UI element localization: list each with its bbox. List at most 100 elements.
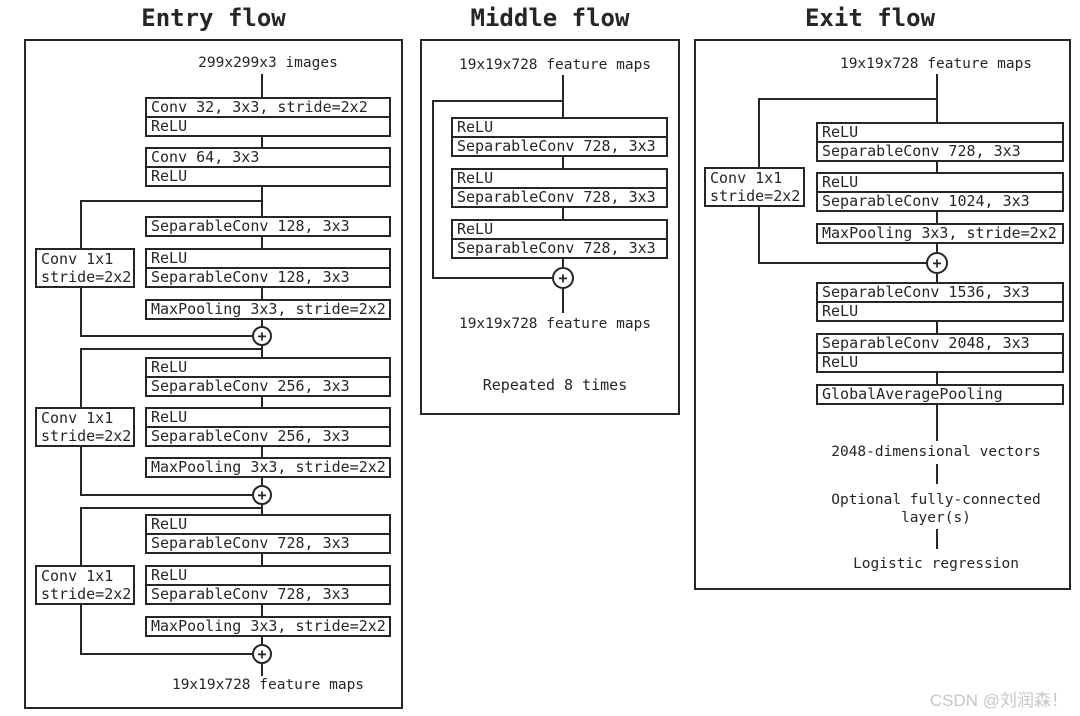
layer-label: MaxPooling 3x3, stride=2x2 — [822, 224, 1057, 242]
layer-label: SeparableConv 728, 3x3 — [151, 534, 350, 552]
skip-box-conv1x1-exit: Conv 1x1 stride=2x2 — [704, 167, 805, 207]
connector-line — [936, 529, 938, 549]
layer-box-exit-sepconv728: ReLU SeparableConv 728, 3x3 — [816, 122, 1064, 162]
layer-label: GlobalAveragePooling — [822, 385, 1003, 403]
layer-box-mid-sepconv728-2: ReLU SeparableConv 728, 3x3 — [451, 168, 668, 208]
csdn-watermark: CSDN @刘润森！ — [929, 691, 1068, 710]
layer-label: ReLU — [453, 221, 666, 240]
connector-line — [261, 320, 263, 326]
merge-plus-icon: + — [252, 485, 272, 505]
skip-merge-line — [80, 494, 252, 496]
layer-label: SeparableConv 728, 3x3 — [457, 188, 656, 206]
layer-box-maxpool1: MaxPooling 3x3, stride=2x2 — [145, 299, 391, 320]
layer-box-exit-sepconv1024: ReLU SeparableConv 1024, 3x3 — [816, 172, 1064, 212]
connector-line — [562, 208, 564, 219]
connector-line — [261, 447, 263, 457]
connector-line — [261, 137, 263, 147]
layer-label: SeparableConv 256, 3x3 — [151, 427, 350, 445]
connector-line — [261, 237, 263, 248]
plus-glyph: + — [257, 327, 267, 345]
layer-label: SeparableConv 1536, 3x3 — [818, 284, 1062, 303]
connector-line — [261, 288, 263, 299]
connector-line — [562, 157, 564, 168]
layer-box-maxpool3: MaxPooling 3x3, stride=2x2 — [145, 616, 391, 637]
exit-vectors-label: 2048-dimensional vectors — [831, 444, 1041, 460]
layer-label: MaxPooling 3x3, stride=2x2 — [151, 458, 386, 476]
layer-label: ReLU — [453, 119, 666, 138]
layer-label: ReLU — [147, 250, 389, 269]
layer-box-maxpool2: MaxPooling 3x3, stride=2x2 — [145, 457, 391, 478]
layer-box-conv64: Conv 64, 3x3 ReLU — [145, 147, 391, 187]
layer-box-exit-sepconv2048: SeparableConv 2048, 3x3 ReLU — [816, 333, 1064, 373]
layer-box-exit-maxpool: MaxPooling 3x3, stride=2x2 — [816, 223, 1064, 244]
layer-label: SeparableConv 728, 3x3 — [457, 137, 656, 155]
skip-branch-line — [432, 100, 562, 102]
layer-label: ReLU — [147, 409, 389, 428]
entry-flow-title: Entry flow — [141, 4, 286, 32]
entry-output-label: 19x19x728 feature maps — [171, 677, 365, 693]
connector-line — [936, 373, 938, 384]
layer-label: stride=2x2 — [41, 585, 132, 603]
layer-box-mid-sepconv728-1: ReLU SeparableConv 728, 3x3 — [451, 117, 668, 157]
middle-repeat-label: Repeated 8 times — [482, 376, 628, 394]
exit-input-label: 19x19x728 feature maps — [839, 56, 1033, 72]
layer-label: ReLU — [453, 170, 666, 189]
layer-label: ReLU — [147, 359, 389, 378]
connector-line — [936, 74, 938, 122]
layer-label: ReLU — [822, 302, 859, 320]
middle-input-label: 19x19x728 feature maps — [458, 57, 652, 73]
skip-branch-line — [80, 507, 262, 509]
connector-line — [261, 605, 263, 616]
skip-merge-line — [432, 277, 552, 279]
skip-box-conv1x1-2: Conv 1x1 stride=2x2 — [35, 407, 135, 447]
connector-line — [936, 464, 938, 484]
layer-box-globalavgpool: GlobalAveragePooling — [816, 384, 1064, 405]
skip-line — [432, 100, 434, 279]
middle-flow-title: Middle flow — [470, 4, 630, 32]
connector-line — [261, 346, 263, 357]
skip-merge-line — [80, 653, 252, 655]
exit-logistic-label: Logistic regression — [853, 556, 1019, 572]
layer-box-mid-sepconv728-3: ReLU SeparableConv 728, 3x3 — [451, 219, 668, 259]
layer-label: Conv 1x1 — [41, 250, 114, 268]
connector-line — [936, 322, 938, 333]
connector-line — [261, 664, 263, 676]
plus-glyph: + — [257, 486, 267, 504]
skip-merge-line — [80, 335, 252, 337]
layer-label: ReLU — [818, 174, 1062, 193]
layer-box-sepconv256a: ReLU SeparableConv 256, 3x3 — [145, 357, 391, 397]
layer-label: Conv 1x1 — [41, 567, 114, 585]
layer-label: SeparableConv 728, 3x3 — [151, 585, 350, 603]
connector-line — [261, 478, 263, 485]
skip-box-conv1x1-3: Conv 1x1 stride=2x2 — [35, 565, 135, 605]
exit-fc-label: Optional fully-connected layer(s) — [780, 491, 1080, 527]
connector-line — [261, 397, 263, 407]
layer-label: SeparableConv 256, 3x3 — [151, 377, 350, 395]
layer-label: ReLU — [151, 117, 188, 135]
layer-label: ReLU — [818, 124, 1062, 143]
layer-label: Conv 64, 3x3 — [147, 149, 389, 168]
layer-label: SeparableConv 1024, 3x3 — [822, 192, 1030, 210]
fc-label-line2: layer(s) — [901, 510, 971, 526]
layer-label: SeparableConv 128, 3x3 — [151, 217, 350, 235]
plus-glyph: + — [257, 645, 267, 663]
layer-label: stride=2x2 — [710, 187, 801, 205]
connector-line — [562, 259, 564, 267]
connector-line — [936, 405, 938, 441]
layer-label: ReLU — [822, 353, 859, 371]
layer-box-sepconv128b: ReLU SeparableConv 128, 3x3 — [145, 248, 391, 288]
skip-branch-line — [80, 200, 262, 202]
connector-line — [261, 74, 263, 97]
connector-line — [261, 505, 263, 514]
layer-box-sepconv128a: SeparableConv 128, 3x3 — [145, 216, 391, 237]
layer-label: MaxPooling 3x3, stride=2x2 — [151, 300, 386, 318]
layer-label: SeparableConv 728, 3x3 — [457, 239, 656, 257]
connector-line — [936, 162, 938, 172]
layer-label: ReLU — [147, 516, 389, 535]
connector-line — [261, 187, 263, 216]
entry-input-label: 299x299x3 images — [198, 55, 338, 71]
layer-label: SeparableConv 728, 3x3 — [822, 142, 1021, 160]
layer-label: SeparableConv 2048, 3x3 — [818, 335, 1062, 354]
merge-plus-icon: + — [552, 267, 574, 289]
